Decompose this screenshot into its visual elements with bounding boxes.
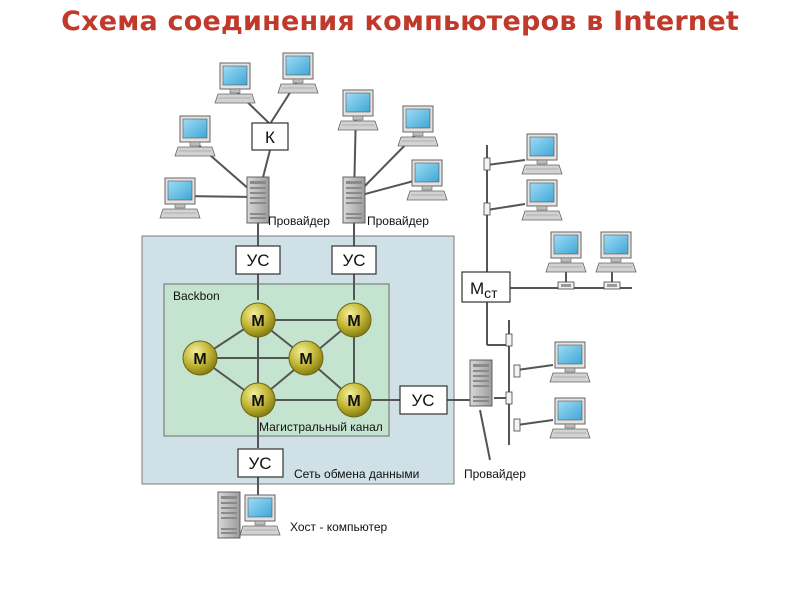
backbone-node: М <box>336 302 372 338</box>
computer-icon <box>545 231 587 273</box>
k-concentrator: К <box>251 122 289 151</box>
svg-text:М: М <box>347 393 360 410</box>
computer-icon <box>406 159 448 201</box>
provider-label-left: Провайдер <box>268 214 330 228</box>
us-switch-left: УС <box>235 245 281 275</box>
svg-text:М: М <box>251 393 264 410</box>
slide-title: Схема соединения компьютеров в Internet <box>61 6 739 37</box>
us-switch-east: УС <box>399 385 448 415</box>
host-server-icon <box>217 491 241 539</box>
provider-label-right: Провайдер <box>367 214 429 228</box>
provider-server-icon <box>246 176 270 224</box>
computer-icon <box>159 177 201 219</box>
hub-icon <box>603 281 621 290</box>
provider-server-icon <box>342 176 366 224</box>
computer-icon <box>549 397 591 439</box>
backbone-node: М <box>240 302 276 338</box>
computer-icon <box>595 231 637 273</box>
computer-icon <box>521 179 563 221</box>
computer-icon <box>174 115 216 157</box>
host-computer-icon <box>239 494 281 536</box>
computer-icon <box>549 341 591 383</box>
svg-text:К: К <box>265 128 275 147</box>
svg-text:УС: УС <box>411 391 434 410</box>
computer-icon <box>277 52 319 94</box>
computer-icon <box>521 133 563 175</box>
mst-label: Мст <box>470 279 498 301</box>
backbone-label: Backbon <box>173 289 220 303</box>
computer-icon <box>214 62 256 104</box>
svg-text:М: М <box>251 313 264 330</box>
svg-text:УС: УС <box>246 251 269 270</box>
provider-label-east: Провайдер <box>464 467 526 481</box>
svg-text:М: М <box>193 351 206 368</box>
backbone-nodes: М М М М М М <box>182 302 372 418</box>
backbone-node: М <box>288 340 324 376</box>
us-switch-bottom: УС <box>237 448 284 478</box>
svg-text:УС: УС <box>342 251 365 270</box>
trunk-channel-label: Магистральный канал <box>259 420 383 434</box>
host-computer-label: Хост - компьютер <box>290 520 388 534</box>
svg-text:М: М <box>347 313 360 330</box>
data-network-label: Сеть обмена данными <box>294 467 419 481</box>
bus-markers <box>483 157 521 432</box>
provider-server-icon <box>469 359 493 407</box>
svg-text:УС: УС <box>248 454 271 473</box>
us-switch-right: УС <box>331 245 377 275</box>
backbone-node: М <box>182 340 218 376</box>
backbone-node: М <box>336 382 372 418</box>
computer-icon <box>397 105 439 147</box>
svg-text:М: М <box>299 351 312 368</box>
mst-bridge: Мст <box>461 271 511 303</box>
computer-icon <box>337 89 379 131</box>
hub-icon <box>557 281 575 290</box>
backbone-node: М <box>240 382 276 418</box>
